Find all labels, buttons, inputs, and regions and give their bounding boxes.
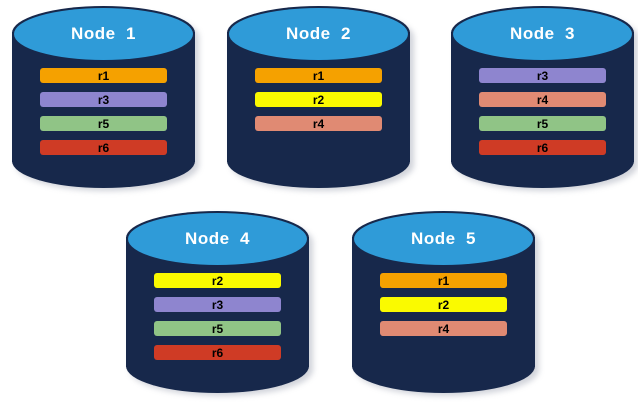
record-bar-r6[interactable]: r6 bbox=[479, 140, 606, 155]
database-node-2[interactable]: Node 2 r1 r2 r4 bbox=[227, 6, 414, 191]
record-list: r3 r4 r5 r6 bbox=[479, 68, 606, 155]
cylinder-top-disc: Node 5 bbox=[354, 213, 533, 265]
node-title: Node 4 bbox=[185, 229, 250, 248]
cylinder-top-disc: Node 2 bbox=[229, 8, 408, 60]
record-bar-r1[interactable]: r1 bbox=[380, 273, 507, 288]
record-list: r2 r3 r5 r6 bbox=[154, 273, 281, 360]
record-bar-r4[interactable]: r4 bbox=[380, 321, 507, 336]
record-bar-r1[interactable]: r1 bbox=[255, 68, 382, 83]
node-title: Node 2 bbox=[286, 24, 351, 43]
record-bar-r6[interactable]: r6 bbox=[154, 345, 281, 360]
record-bar-r3[interactable]: r3 bbox=[40, 92, 167, 107]
record-list: r1 r3 r5 r6 bbox=[40, 68, 167, 155]
node-title: Node 3 bbox=[510, 24, 575, 43]
record-bar-r1[interactable]: r1 bbox=[40, 68, 167, 83]
cylinder-top-disc: Node 4 bbox=[128, 213, 307, 265]
record-bar-r4[interactable]: r4 bbox=[255, 116, 382, 131]
record-bar-r2[interactable]: r2 bbox=[255, 92, 382, 107]
record-bar-r6[interactable]: r6 bbox=[40, 140, 167, 155]
cylinder-top-disc: Node 1 bbox=[14, 8, 193, 60]
node-title: Node 5 bbox=[411, 229, 476, 248]
database-node-5[interactable]: Node 5 r1 r2 r4 bbox=[352, 211, 539, 396]
record-bar-r5[interactable]: r5 bbox=[479, 116, 606, 131]
record-bar-r5[interactable]: r5 bbox=[154, 321, 281, 336]
database-node-1[interactable]: Node 1 r1 r3 r5 r6 bbox=[12, 6, 199, 191]
record-bar-r5[interactable]: r5 bbox=[40, 116, 167, 131]
record-bar-r2[interactable]: r2 bbox=[154, 273, 281, 288]
cylinder-top-disc: Node 3 bbox=[453, 8, 632, 60]
record-list: r1 r2 r4 bbox=[380, 273, 507, 336]
database-node-4[interactable]: Node 4 r2 r3 r5 r6 bbox=[126, 211, 313, 396]
record-bar-r3[interactable]: r3 bbox=[154, 297, 281, 312]
record-list: r1 r2 r4 bbox=[255, 68, 382, 131]
record-bar-r4[interactable]: r4 bbox=[479, 92, 606, 107]
node-title: Node 1 bbox=[71, 24, 136, 43]
record-bar-r2[interactable]: r2 bbox=[380, 297, 507, 312]
database-node-3[interactable]: Node 3 r3 r4 r5 r6 bbox=[451, 6, 638, 191]
record-bar-r3[interactable]: r3 bbox=[479, 68, 606, 83]
